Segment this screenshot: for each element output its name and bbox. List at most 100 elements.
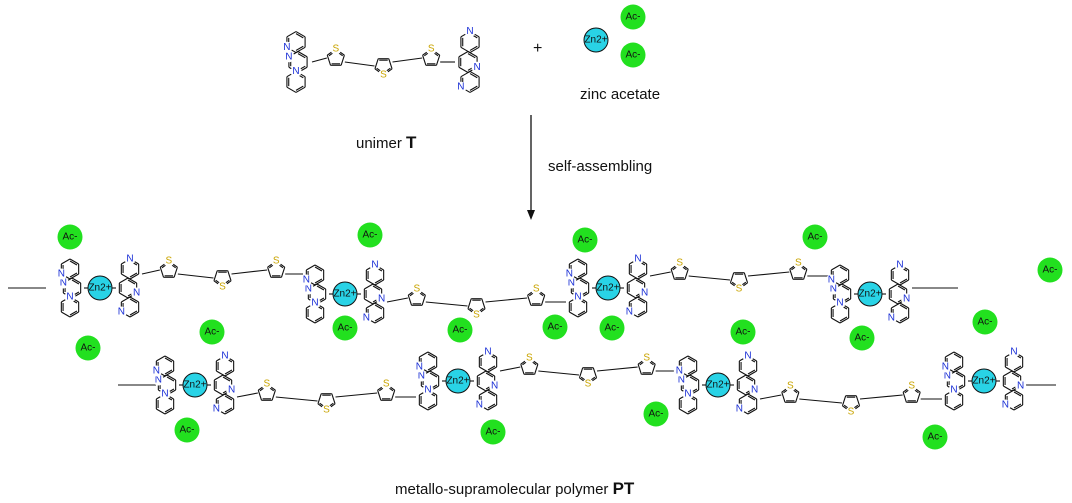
bond [295,86,306,93]
zinc-label: Zn2+ [333,289,356,300]
bond [627,277,637,284]
zinc-label: Zn2+ [972,376,995,387]
acetate-ion [802,224,828,250]
acetate-label: Ac- [928,432,943,443]
bond [635,277,639,280]
plus-sign: + [533,40,543,57]
sulfur-atom: S [533,284,540,295]
bond [859,394,903,400]
bond [224,370,234,377]
bond [689,374,699,381]
bond [747,393,757,400]
bond [317,393,322,404]
bond [487,366,497,373]
bond [737,389,747,396]
bond [69,258,79,265]
nitrogen-atom: N [221,351,228,362]
zinc-ion [705,372,731,398]
zinc-ion [595,275,621,301]
bond [335,392,378,398]
bond [534,364,539,375]
bond [487,403,496,409]
acetate-ion [620,42,646,68]
bond [747,369,756,375]
bond [374,316,383,322]
bond [953,351,963,358]
bond [306,264,316,271]
bond [485,297,528,303]
bond [340,55,345,66]
bond [224,395,233,401]
bond [745,393,749,396]
bond [577,310,586,316]
bond [372,302,376,305]
nitrogen-atom: N [311,298,318,309]
bond [578,367,584,378]
bond [364,298,374,305]
bond [955,370,965,377]
bond [374,278,383,284]
bond [129,298,138,304]
zinc-label: Zn2+ [446,376,469,387]
bond [214,374,224,381]
bond [314,264,324,271]
bond [388,58,393,69]
bond [1013,404,1023,411]
bond [156,408,166,415]
bond [419,404,429,411]
acetate-ion [332,315,358,341]
zinc-ion [445,368,471,394]
bond [467,298,472,309]
nitrogen-atom: N [484,347,491,358]
bond [422,55,427,66]
bond [231,269,268,275]
bond [1013,403,1022,409]
bond [759,394,782,400]
bond [637,272,646,278]
bond [257,390,263,401]
bond [295,45,304,51]
nitrogen-atom: N [744,351,751,362]
bond [297,53,306,59]
bond [69,272,78,278]
bond [164,408,174,415]
bond [569,258,579,265]
bond [637,298,646,304]
sulfur-atom: S [380,70,387,81]
bond [374,302,384,309]
bond [427,353,436,359]
bond [747,407,756,413]
zinc-ion [87,275,113,301]
nitrogen-atom: N [60,278,67,289]
bond [841,395,847,406]
bond [429,372,438,378]
bond [419,351,429,358]
bond [374,279,384,286]
sulfur-atom: S [413,284,420,295]
bond [427,365,436,371]
nitrogen-atom: N [942,362,949,373]
bond [839,264,849,271]
acetate-ion [1037,257,1063,283]
bond [469,86,480,93]
bond [953,353,962,359]
bond [481,298,486,309]
nitrogen-atom: N [66,292,73,303]
bond [224,407,233,413]
nitrogen-atom: N [736,404,743,415]
bond [679,355,689,362]
bond [538,370,580,376]
bond [69,311,79,318]
sulfur-atom: S [383,379,390,390]
acetate-ion [57,224,83,250]
nitrogen-atom: N [473,62,480,73]
nitrogen-atom: N [641,288,648,299]
bond [577,311,587,318]
sulfur-atom: S [165,256,172,267]
bond [331,393,336,404]
bond [747,395,756,401]
sulfur-atom: S [332,44,339,55]
bond [295,85,304,91]
zinc-ion [182,372,208,398]
